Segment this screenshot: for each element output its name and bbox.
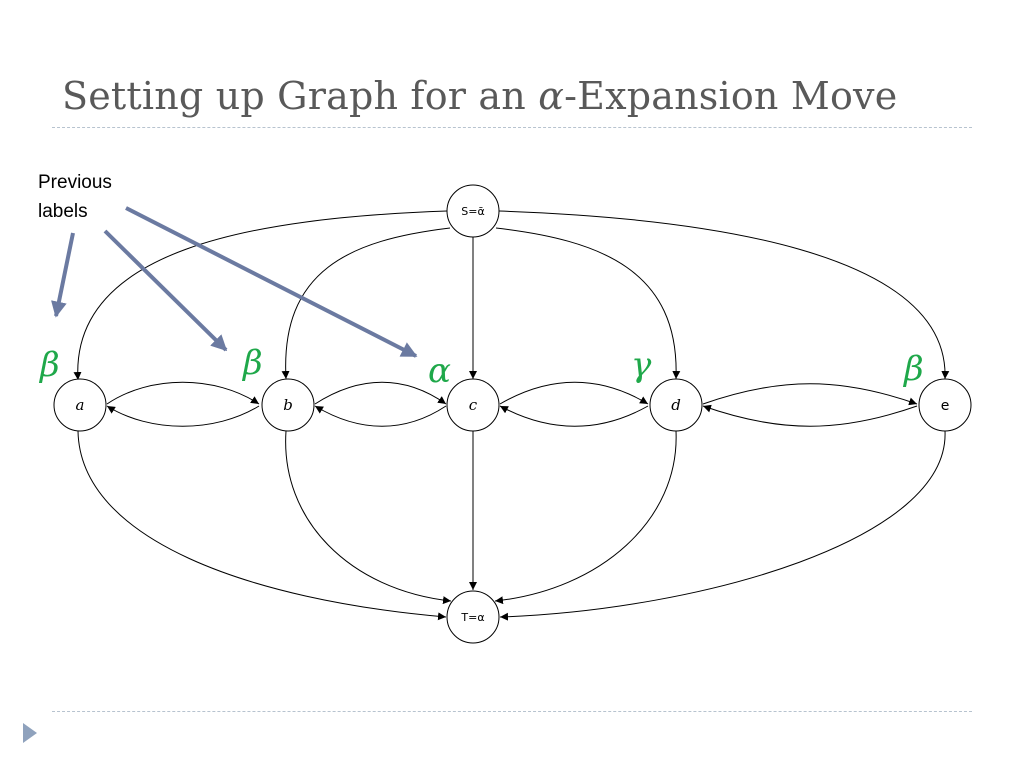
node-a: a <box>53 378 107 432</box>
annotation-arrows <box>51 206 418 358</box>
edge-e-d <box>702 404 918 427</box>
node-b-label: b <box>283 396 293 414</box>
node-a-label: a <box>76 396 85 414</box>
node-b: b <box>261 378 315 432</box>
prev-label-e: β <box>902 349 924 389</box>
annot-arrow-a <box>51 232 75 318</box>
edge-b-a <box>106 405 260 427</box>
node-e-label: e <box>941 398 950 414</box>
edge-s-e <box>498 210 950 380</box>
node-sink: T=α <box>446 590 500 644</box>
annotation-line2: labels <box>38 201 88 222</box>
title-greek: α <box>538 74 565 118</box>
edge-c-d <box>499 381 649 405</box>
title-prefix: Setting up Graph for an <box>62 74 539 118</box>
node-source-label: S=ᾱ <box>461 205 484 218</box>
title-divider <box>52 127 972 128</box>
footer-divider <box>52 711 972 712</box>
annotation-line1: Previous <box>38 172 112 193</box>
edge-d-e <box>702 383 918 406</box>
sink-edges <box>77 430 946 621</box>
annot-arrow-c <box>125 206 418 358</box>
edge-s-a <box>73 210 448 381</box>
edge-e-t <box>499 430 946 621</box>
edge-s-b <box>281 227 451 380</box>
prev-label-b: β <box>241 343 263 383</box>
neighbor-edges <box>106 381 918 427</box>
slide-bullet-icon <box>23 723 37 743</box>
title-suffix: -Expansion Move <box>564 74 898 118</box>
edge-s-d <box>495 227 681 380</box>
node-d-label: d <box>671 396 681 414</box>
edge-a-t <box>77 430 447 621</box>
edge-d-t <box>494 430 677 605</box>
edge-d-c <box>499 405 649 427</box>
slide-title: Setting up Graph for an α-Expansion Move <box>62 74 897 118</box>
node-c: c <box>446 378 500 432</box>
node-source: S=ᾱ <box>446 184 500 238</box>
prev-label-d: γ <box>631 345 652 385</box>
prev-label-a: β <box>38 345 60 385</box>
node-e: e <box>918 378 972 432</box>
prev-label-c: α <box>428 351 451 391</box>
edge-b-t <box>285 430 452 605</box>
source-edges <box>73 210 950 381</box>
node-c-label: c <box>469 396 478 414</box>
edge-c-b <box>314 405 447 427</box>
node-sink-label: T=α <box>460 611 484 624</box>
edge-b-c <box>314 381 447 405</box>
annot-arrow-b <box>103 229 228 352</box>
node-d: d <box>649 378 703 432</box>
edge-a-b <box>106 381 260 405</box>
